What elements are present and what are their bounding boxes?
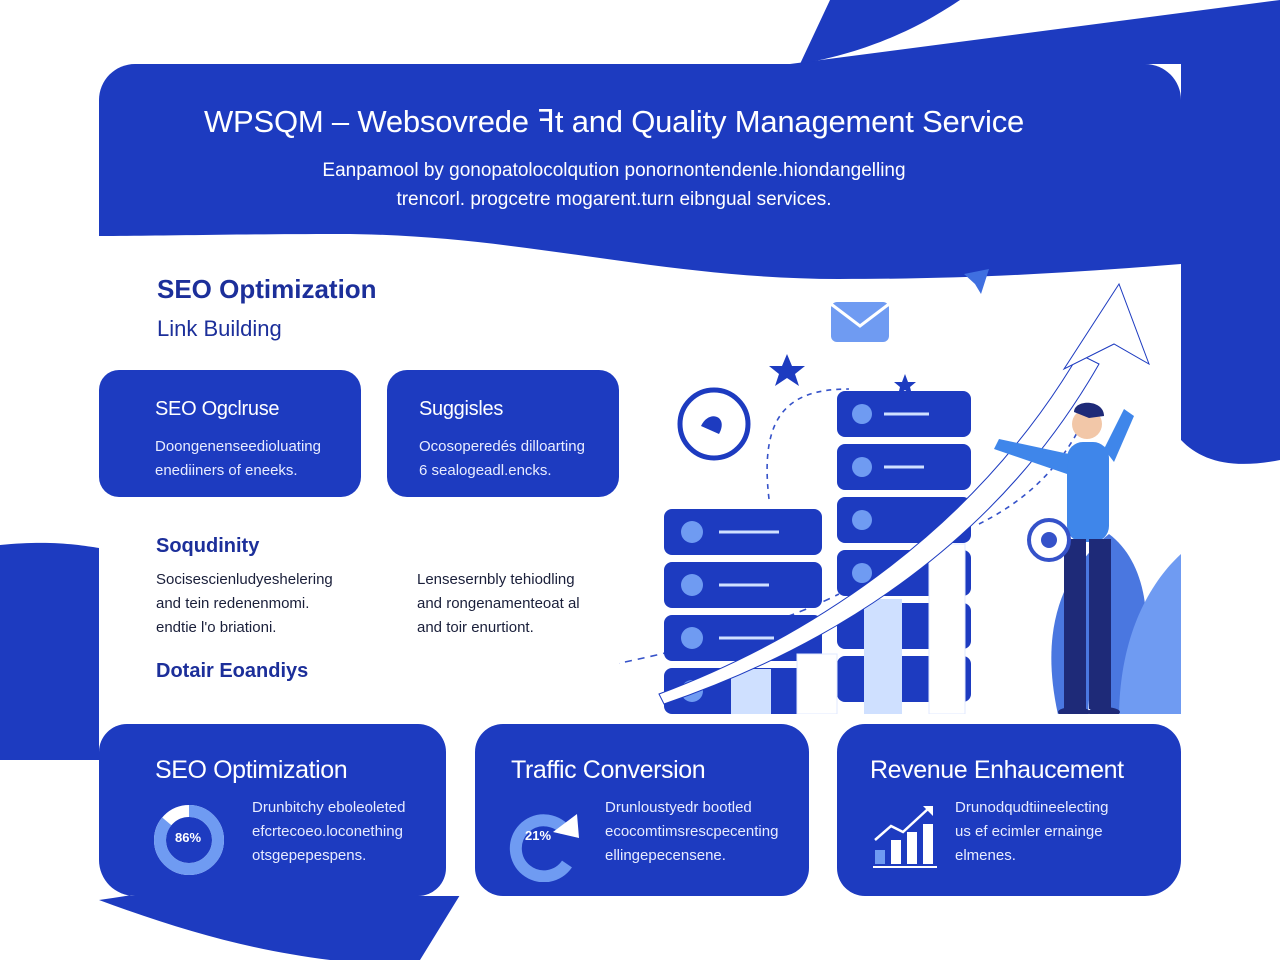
- stat-card-title: Traffic Conversion: [511, 756, 706, 784]
- star-icon: [894, 374, 916, 395]
- star-icon: [769, 354, 805, 386]
- middle-text: Lensesernbly tehiodling and rongenamente…: [417, 568, 580, 640]
- donut-label: 86%: [175, 830, 202, 845]
- feature-card-text: 6 sealogeadl.encks.: [419, 462, 552, 479]
- stat-card-title: Revenue Enhaucement: [870, 756, 1124, 784]
- stat-card-seo[interactable]: SEO Optimization 86% Drunbitchy eboleole…: [99, 724, 446, 896]
- text-line: otsgepepespens.: [252, 847, 367, 864]
- text-line: and rongenamenteoat al: [417, 595, 580, 612]
- feature-card-seo[interactable]: SEO Ogclruse Doongenenseedioluating ened…: [99, 370, 361, 497]
- growth-arrow-icon: [658, 282, 1150, 705]
- growth-illustration: [619, 269, 1181, 714]
- gauge-icon: [509, 814, 579, 882]
- text-line: efcrtecoeo.loconething: [252, 823, 403, 840]
- page-subtitle: Eanpamool by gonopatolocolqution ponorno…: [99, 156, 1129, 214]
- target-icon: [677, 387, 751, 461]
- main-panel: WPSQM – Websovrede ꟻt and Quality Manage…: [99, 64, 1181, 896]
- feature-card-suggestions[interactable]: Suggisles Ocosoperedés dilloarting 6 sea…: [387, 370, 619, 497]
- stat-card-traffic[interactable]: Traffic Conversion 21% Drunloustyedr boo…: [475, 724, 809, 896]
- donut-arc: [154, 805, 224, 875]
- solidity-text: Socisescienludyeshelering and tein reden…: [156, 568, 333, 640]
- stat-card-text: Drunbitchy eboleoleted efcrtecoeo.locone…: [252, 796, 405, 868]
- text-line: Drunloustyedr bootled: [605, 799, 752, 816]
- text-line: Drunodqudtiineelecting: [955, 799, 1109, 816]
- section-subheading-link-building: Link Building: [157, 316, 282, 341]
- target-icon: [1027, 518, 1071, 562]
- subtitle-line: trencorl. progcetre mogarent.turn eibngu…: [396, 189, 832, 210]
- feature-card-text: enediiners of eneeks.: [155, 462, 298, 479]
- section-heading-seo: SEO Optimization: [157, 274, 377, 304]
- gauge-label: 21%: [525, 828, 552, 843]
- donut-chart: [154, 805, 224, 875]
- section-heading-solidity: Soqudinity: [156, 535, 260, 557]
- text-line: Drunbitchy eboleoleted: [252, 799, 406, 816]
- bar-chart-icon: [731, 543, 966, 714]
- text-line: and tein redenenmomi.: [156, 595, 310, 612]
- text-line: and toir enurtiont.: [417, 619, 534, 636]
- text-line: elmenes.: [955, 847, 1016, 864]
- text-line: ecocomtimsrescpecenting: [605, 823, 779, 840]
- text-line: Socisescienludyeshelering: [156, 571, 333, 588]
- feature-card-text: Ocosoperedés dilloarting: [419, 438, 585, 455]
- stat-card-text: Drunloustyedr bootled ecocomtimsrescpece…: [605, 796, 778, 868]
- feature-card-text: Doongenenseedioluating: [155, 438, 321, 455]
- text-line: endtie l'o briationi.: [156, 619, 277, 636]
- text-line: Lensesernbly tehiodling: [417, 571, 575, 588]
- feature-card-title: SEO Ogclruse: [155, 398, 280, 420]
- mail-icon: [830, 302, 890, 342]
- stat-card-text: Drunodqudtiineelecting us ef ecimler ern…: [955, 796, 1108, 868]
- text-line: ellingepecensene.: [605, 847, 726, 864]
- subtitle-line: Eanpamool by gonopatolocolqution ponorno…: [322, 160, 906, 181]
- feature-card-title: Suggisles: [419, 398, 504, 420]
- page-title: WPSQM – Websovrede ꟻt and Quality Manage…: [203, 104, 1025, 139]
- person-illustration: [994, 402, 1134, 714]
- stat-card-title: SEO Optimization: [155, 756, 348, 784]
- stat-card-revenue[interactable]: Revenue Enhaucement Drunodqudtiineelecti…: [837, 724, 1181, 896]
- send-icon: [964, 269, 989, 294]
- text-line: us ef ecimler ernainge: [955, 823, 1103, 840]
- section-heading-dotair: Dotair Eoandiys: [156, 660, 309, 682]
- bar-chart-icon: [873, 806, 937, 868]
